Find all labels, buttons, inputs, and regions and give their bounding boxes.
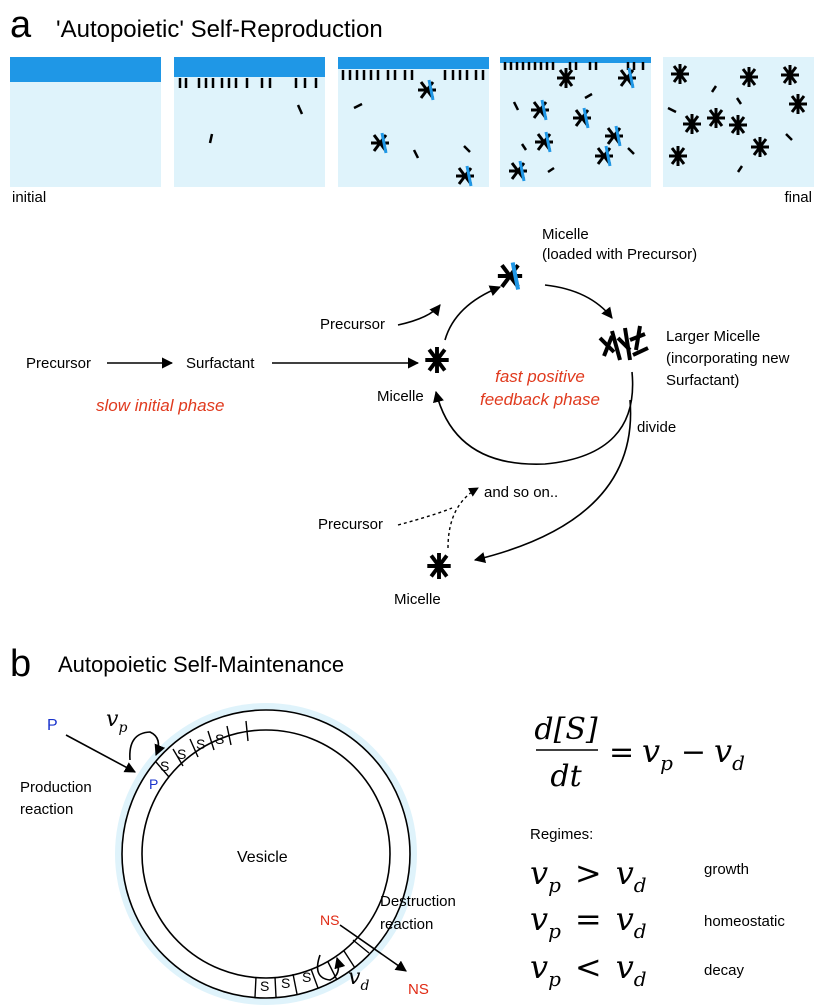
precursor-bottom-label: Precursor: [318, 516, 383, 533]
destruction-label-2: reaction: [380, 916, 433, 933]
s-segment-2: S: [177, 746, 186, 762]
production-arrow: [65, 734, 136, 773]
fast-phase-label-1: fast positive: [495, 367, 585, 386]
svg-text:=: =: [609, 735, 634, 770]
divide-label: divide: [637, 419, 676, 436]
dashed-arrow-precursor: [397, 507, 453, 526]
svg-text:vp>vd: vp>vd: [530, 854, 647, 897]
svg-text:vp−vd: vp−vd: [642, 732, 745, 775]
vp-label: vp: [106, 707, 127, 736]
micelle-loaded-icon: [498, 263, 522, 290]
panel-a-title: 'Autopoietic' Self-Reproduction: [56, 16, 383, 43]
vd-label: vd: [348, 965, 369, 994]
larger-micelle-label-2: (incorporating new: [666, 350, 790, 367]
larger-micelle-icon: [598, 325, 649, 361]
dashed-arrow-up: [447, 487, 479, 549]
surfactant-label: Surfactant: [186, 355, 255, 372]
p-outer-label: P: [47, 717, 58, 734]
ns-inner-label: NS: [320, 912, 339, 928]
vesicle-label: Vesicle: [237, 849, 288, 866]
frame-initial-label: initial: [12, 189, 46, 206]
panel-a-letter: a: [10, 4, 32, 46]
vesicle-inner-wall: [141, 729, 391, 979]
micelle-loaded-label-1: Micelle: [542, 226, 589, 243]
micelle-cycle-label: Micelle: [377, 388, 424, 405]
frame-5: [663, 57, 814, 187]
frame-final-label: final: [784, 189, 812, 206]
membrane-segments-top: [155, 720, 249, 778]
s-segment-3: S: [196, 736, 205, 752]
regime-decay: vp<vd decay: [530, 948, 745, 991]
production-label-1: Production: [20, 779, 92, 796]
regime-growth-label: growth: [704, 861, 749, 878]
vp-loop-arrow: [129, 731, 166, 761]
panel-b-letter: b: [10, 643, 31, 685]
ns-outer-label: NS: [408, 981, 429, 998]
frame-3: [338, 57, 489, 188]
frame-2: [174, 57, 325, 187]
s-segment-4: S: [215, 731, 224, 747]
frame-1: [10, 57, 161, 187]
s-segment-7: S: [302, 969, 311, 985]
regime-growth: vp>vd growth: [530, 854, 749, 897]
panel-b-title: Autopoietic Self-Maintenance: [58, 652, 344, 677]
svg-text:vp=vd: vp=vd: [530, 900, 647, 943]
regimes-title: Regimes:: [530, 826, 593, 843]
cycle-arrow-return: [433, 371, 634, 465]
eq-denominator: dt: [550, 759, 582, 794]
equation: d[S] dt = vp−vd: [534, 712, 745, 794]
cycle-arrow-right: [544, 284, 613, 319]
micelle-cycle-icon: [423, 345, 451, 375]
svg-text:vp<vd: vp<vd: [530, 948, 647, 991]
frame-4: [500, 57, 651, 187]
micelle-bottom-icon: [425, 551, 453, 581]
regime-homeostatic: vp=vd homeostatic: [530, 900, 785, 943]
divide-arrow: [473, 399, 632, 564]
regime-decay-label: decay: [704, 962, 745, 979]
cycle-arrow-up: [444, 285, 502, 341]
larger-micelle-label-3: Surfactant): [666, 372, 739, 389]
arrow-precursor-top: [397, 304, 441, 326]
and-so-on-label: and so on..: [484, 484, 558, 501]
precursor-left-label: Precursor: [26, 355, 91, 372]
micelle-bottom-label: Micelle: [394, 591, 441, 608]
eq-numerator: d[S]: [534, 712, 597, 747]
production-label-2: reaction: [20, 801, 73, 818]
destruction-arrow: [339, 924, 407, 972]
vd-loop-arrow: [316, 954, 346, 981]
larger-micelle-label-1: Larger Micelle: [666, 328, 760, 345]
slow-phase-label: slow initial phase: [96, 396, 225, 415]
destruction-label-1: Destruction: [380, 893, 456, 910]
fast-phase-label-2: feedback phase: [480, 390, 600, 409]
micelle-loaded-label-2: (loaded with Precursor): [542, 246, 697, 263]
s-segment-1: S: [160, 758, 169, 774]
s-segment-6: S: [281, 975, 290, 991]
regime-homeostatic-label: homeostatic: [704, 913, 785, 930]
s-segment-5: S: [260, 978, 269, 994]
p-inner-label: P: [149, 776, 158, 792]
precursor-top-label: Precursor: [320, 316, 385, 333]
